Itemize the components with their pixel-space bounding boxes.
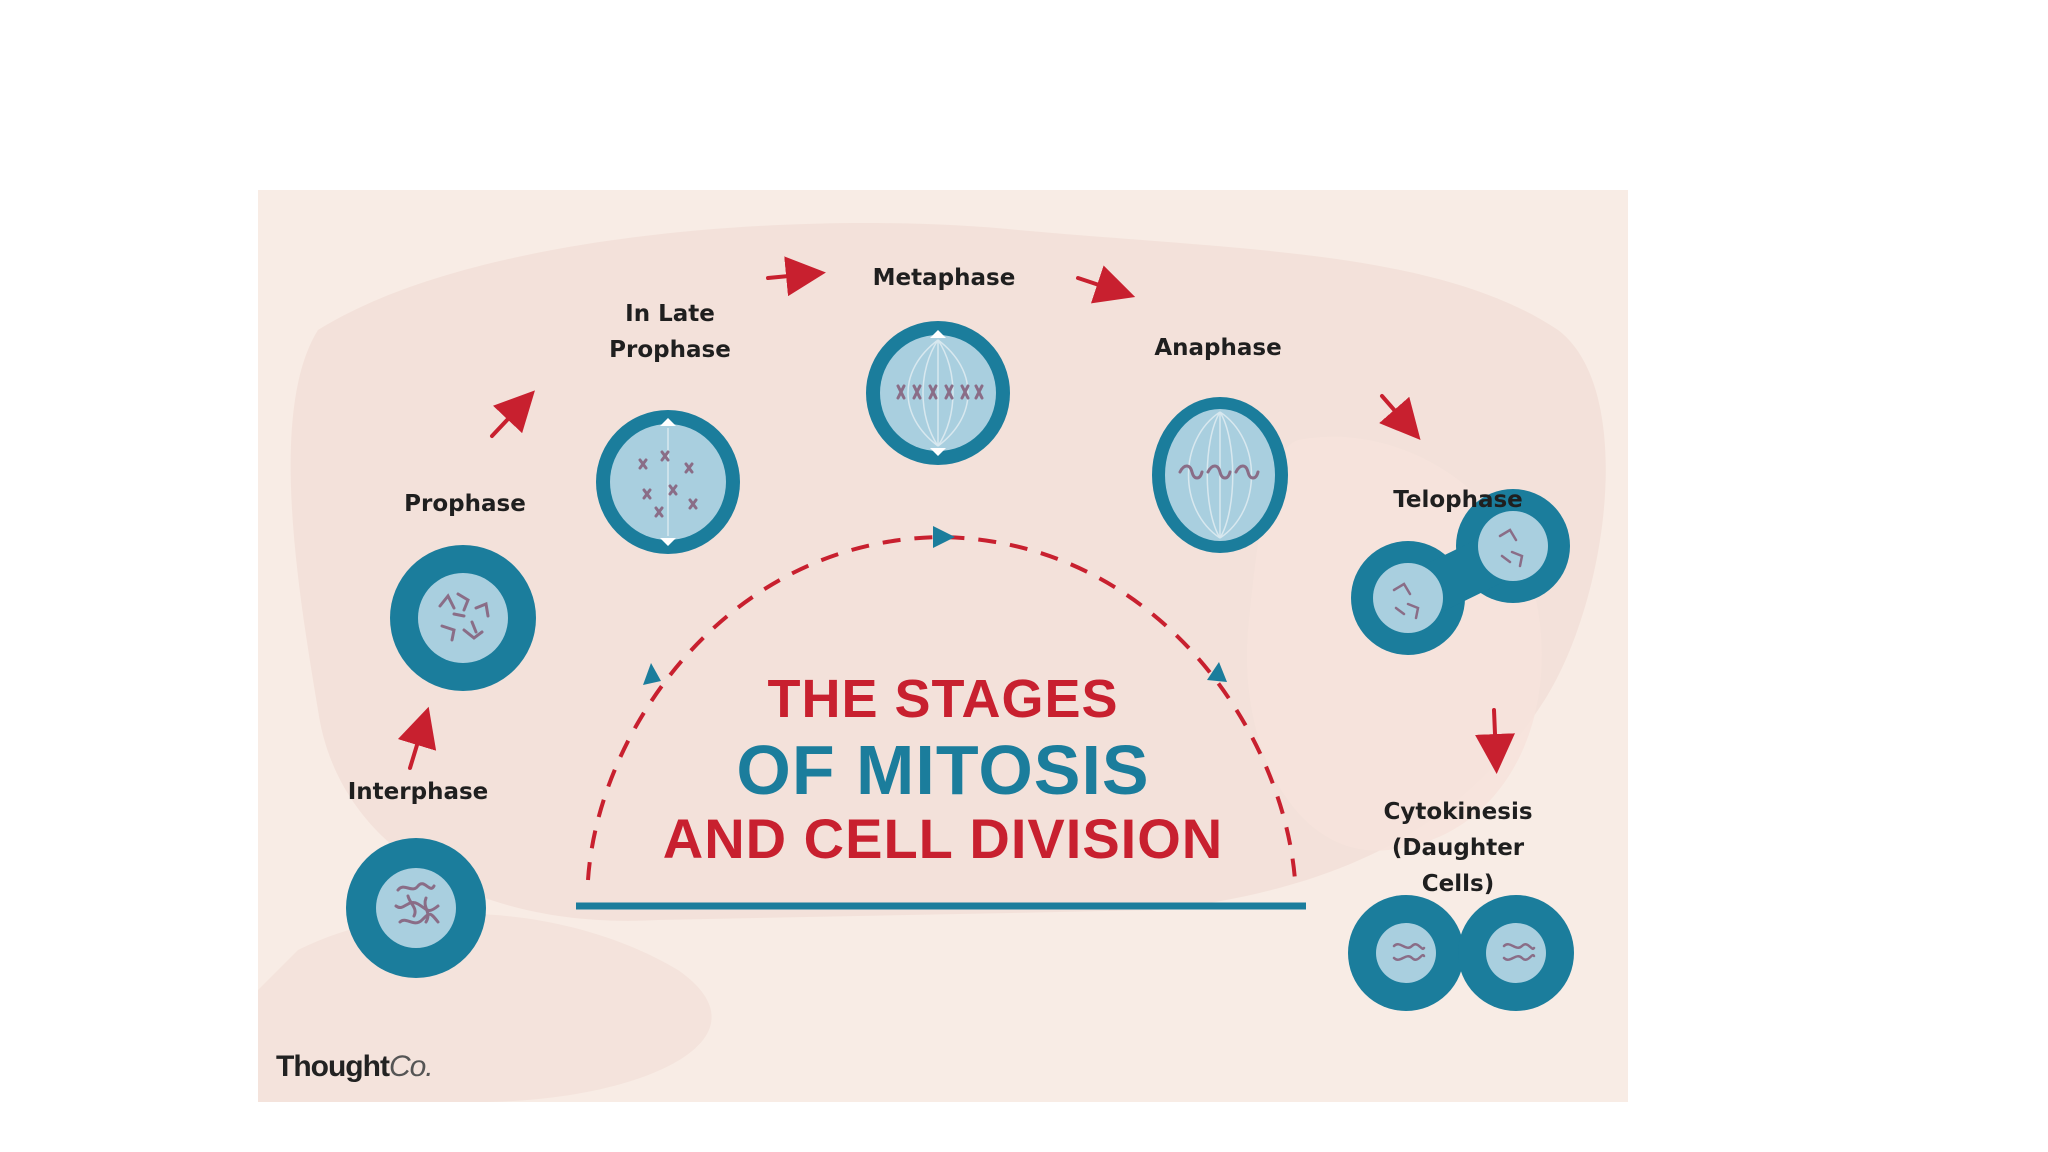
stage-label-cytokinesis: Cytokinesis (Daughter Cells) [1383,799,1533,897]
diagram-artwork [258,223,1606,1102]
metaphase-cell [866,321,1010,465]
cycle-arc [586,526,1297,881]
stage-label-metaphase: Metaphase [872,265,1016,291]
arrow-telophase-to-cytokinesis [1475,708,1515,774]
title-line-1: THE STAGES [767,669,1119,729]
arrow-interphase-to-prophase [397,706,437,770]
brand-suffix: Co. [388,1050,434,1083]
late-prophase-cell [596,410,740,554]
stage-label-late-prophase: In Late Prophase [609,301,731,363]
anaphase-cell [1152,397,1288,553]
interphase-cell [346,838,486,978]
prophase-cell [390,545,536,691]
brand-name: Thought [276,1050,390,1083]
arrow-metaphase-to-anaphase [1076,265,1136,304]
stage-label-prophase: Prophase [404,491,526,517]
mitosis-diagram: Interphase Prophase In Late Prophase Met… [258,190,1628,1102]
brand-logo: ThoughtCo. [276,1050,434,1084]
title-line-2: OF MITOSIS [736,731,1150,809]
arrow-anaphase-to-telophase [1379,394,1421,441]
transition-arrows [397,256,1515,774]
cytokinesis-cells [1348,895,1574,1011]
telophase-cells [1351,489,1570,655]
arrow-prophase-to-late-prophase [490,390,535,438]
arrow-late-prophase-to-metaphase [766,256,826,297]
stage-label-interphase: Interphase [347,779,489,805]
title-line-3: AND CELL DIVISION [662,807,1224,870]
stage-label-anaphase: Anaphase [1154,335,1282,361]
stage-label-telophase: Telophase [1393,487,1523,513]
